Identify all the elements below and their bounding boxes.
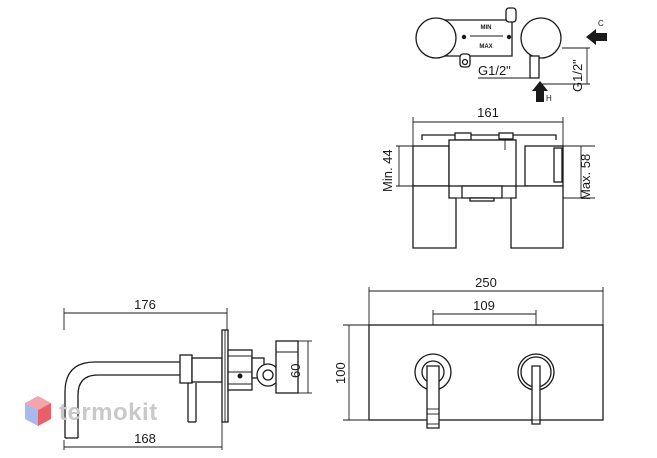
min-label: MIN <box>481 25 492 31</box>
termokit-logo-icon <box>25 396 51 426</box>
max-depth: Max. 58 <box>578 154 593 200</box>
side-view: 176 60 168 <box>63 297 312 450</box>
middle-view: 161 Min. 44 Max. 58 <box>380 105 595 249</box>
termokit-watermark: termokit <box>25 396 158 426</box>
right-screw <box>506 34 512 40</box>
wall-plate-front <box>368 324 604 421</box>
top-rim <box>421 134 557 140</box>
left-chamber <box>415 17 457 59</box>
top-view: MIN MAX C H G1/2" G1/2" <box>415 7 607 103</box>
handle-lever <box>531 365 541 425</box>
cold-port-label: C <box>598 19 604 28</box>
center-neck <box>461 185 503 199</box>
min-depth: Min. 44 <box>380 149 395 192</box>
left-housing <box>412 185 457 249</box>
plate-width: 250 <box>475 275 497 290</box>
valve-side-block <box>275 340 299 394</box>
front-view: 250 109 100 <box>333 275 604 429</box>
top-mount-lug <box>505 7 517 23</box>
body-width: 161 <box>477 105 499 120</box>
plate-height: 100 <box>333 362 348 384</box>
spout-collar <box>179 354 193 384</box>
side-clip <box>553 147 563 183</box>
center-block <box>448 139 517 187</box>
spout-inner <box>77 374 185 438</box>
right-chamber <box>520 17 562 59</box>
watermark-text: termokit <box>59 399 158 426</box>
thread-size-vertical: G1/2" <box>570 59 585 92</box>
spout-outer <box>64 361 185 438</box>
hot-inlet-arrow-icon <box>532 81 548 102</box>
right-housing <box>510 185 564 249</box>
thread-size-horizontal: G1/2" <box>478 63 511 78</box>
spout-connector <box>191 357 223 383</box>
hot-port-label: H <box>546 94 552 103</box>
top-nut-right <box>498 132 514 140</box>
total-projection: 176 <box>134 297 156 312</box>
spout-front <box>426 365 440 429</box>
max-label: MAX <box>479 44 492 50</box>
body-height: 60 <box>288 364 303 378</box>
handle-spacing: 109 <box>473 298 495 313</box>
left-screw <box>461 34 467 40</box>
left-cap-upper <box>412 145 450 187</box>
top-nut-left <box>454 132 472 141</box>
bottom-lug-hole <box>461 58 469 66</box>
spout-projection: 168 <box>134 431 156 446</box>
cold-inlet-arrow-icon <box>586 29 607 45</box>
valve-side-screw <box>237 373 243 379</box>
valve-side-fitting-inner <box>262 369 274 381</box>
outlet-pipe <box>529 55 540 79</box>
